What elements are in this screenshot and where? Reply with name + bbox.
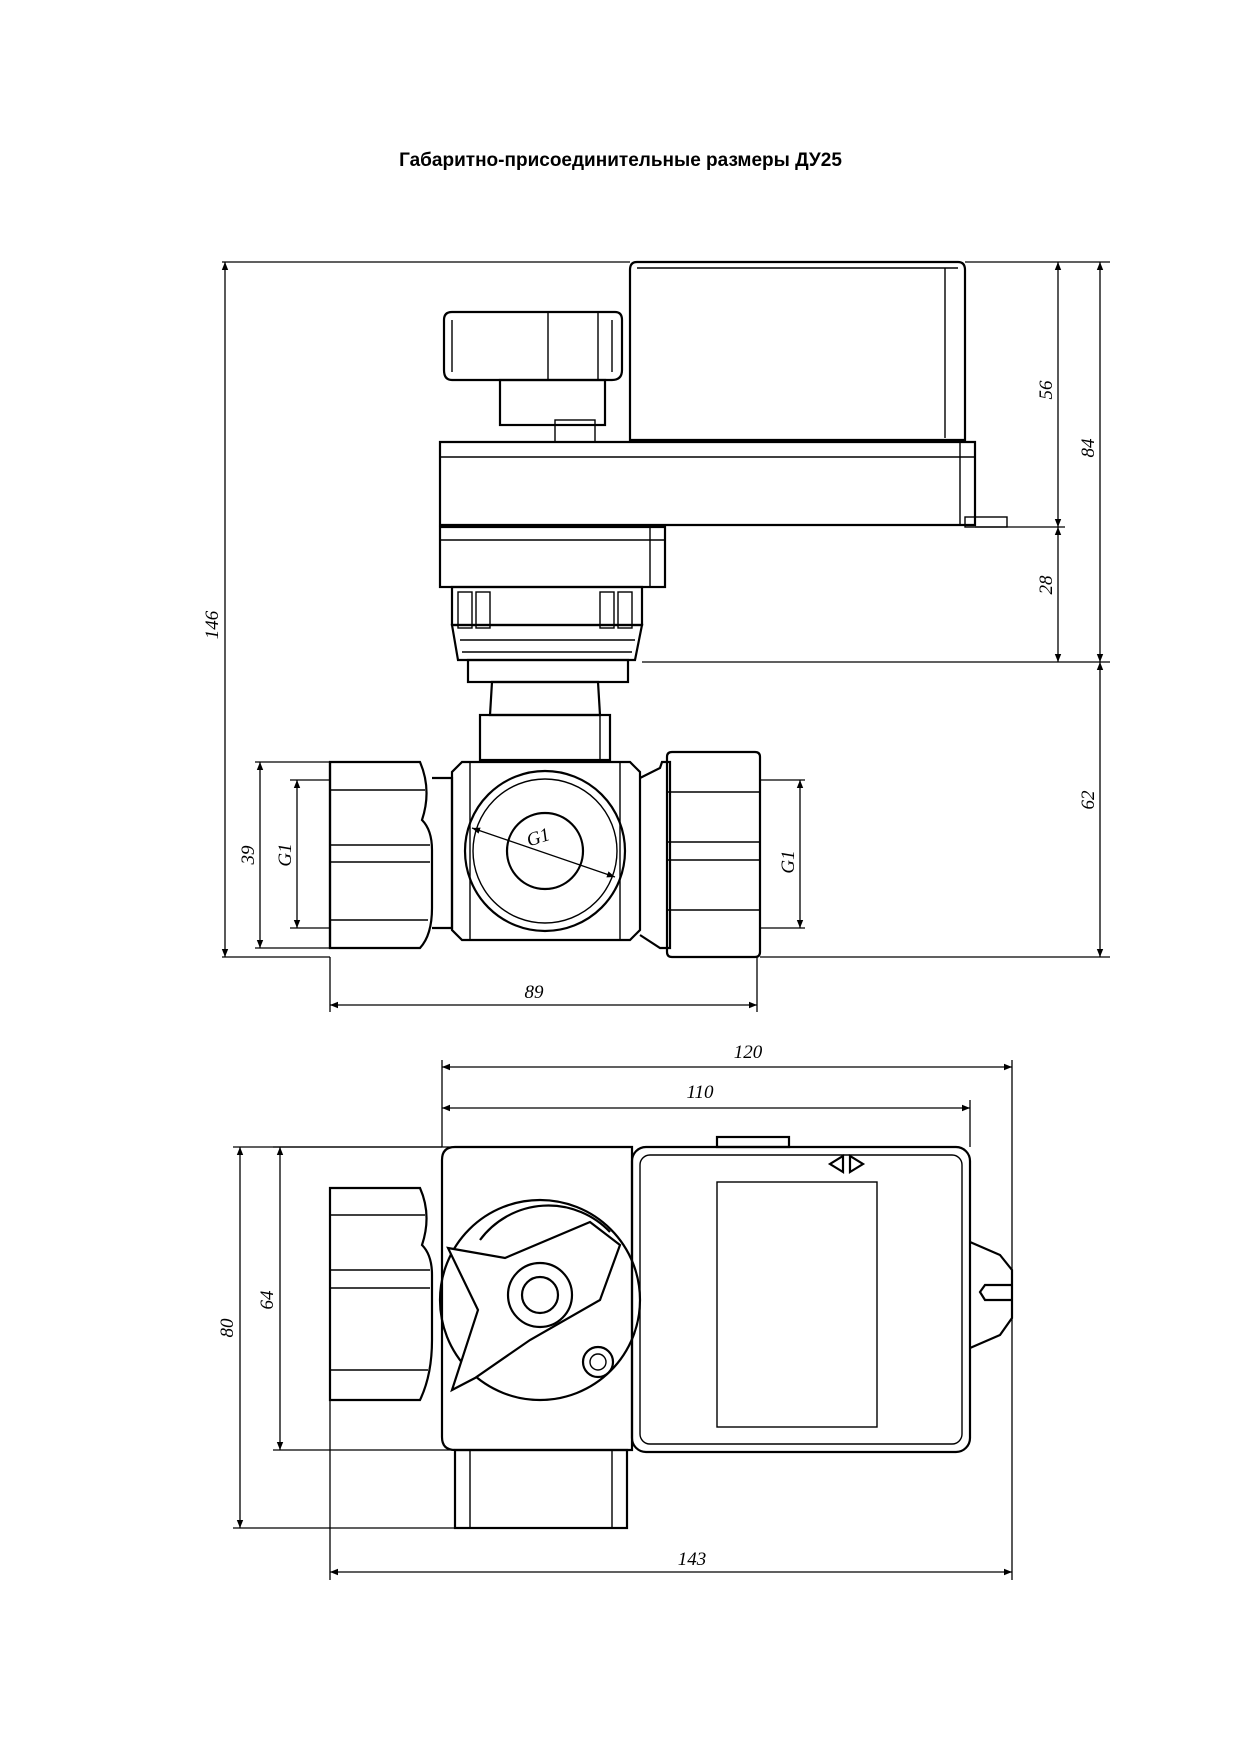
front-view <box>328 260 1008 959</box>
dim-56-label: 56 <box>1036 380 1057 400</box>
dim-39-label: 39 <box>238 845 259 866</box>
dim-62-label: 62 <box>1078 790 1099 810</box>
page-title: Габаритно-присоединительные размеры ДУ25 <box>399 150 842 171</box>
top-dimensions <box>233 1060 1013 1580</box>
dim-84-label: 84 <box>1078 438 1099 458</box>
dim-120-label: 120 <box>734 1042 763 1063</box>
front-dimension-labels: 146 39 G1 G1 G1 56 84 28 62 89 <box>202 380 1099 1003</box>
dim-28-label: 28 <box>1036 575 1057 595</box>
dim-80-label: 80 <box>217 1318 238 1338</box>
dim-146-label: 146 <box>202 610 223 639</box>
dim-64-label: 64 <box>257 1290 278 1310</box>
front-dimensions <box>221 261 1110 1012</box>
dim-89-label: 89 <box>525 982 545 1003</box>
top-dimension-labels: 120 110 80 64 143 <box>217 1042 763 1570</box>
dim-g1-right-label: G1 <box>778 850 799 873</box>
dim-g1-left-label: G1 <box>275 843 296 866</box>
dim-143-label: 143 <box>678 1549 707 1570</box>
top-view <box>328 1135 1014 1530</box>
dim-110-label: 110 <box>686 1082 714 1103</box>
dim-g1-center-label: G1 <box>524 824 553 851</box>
